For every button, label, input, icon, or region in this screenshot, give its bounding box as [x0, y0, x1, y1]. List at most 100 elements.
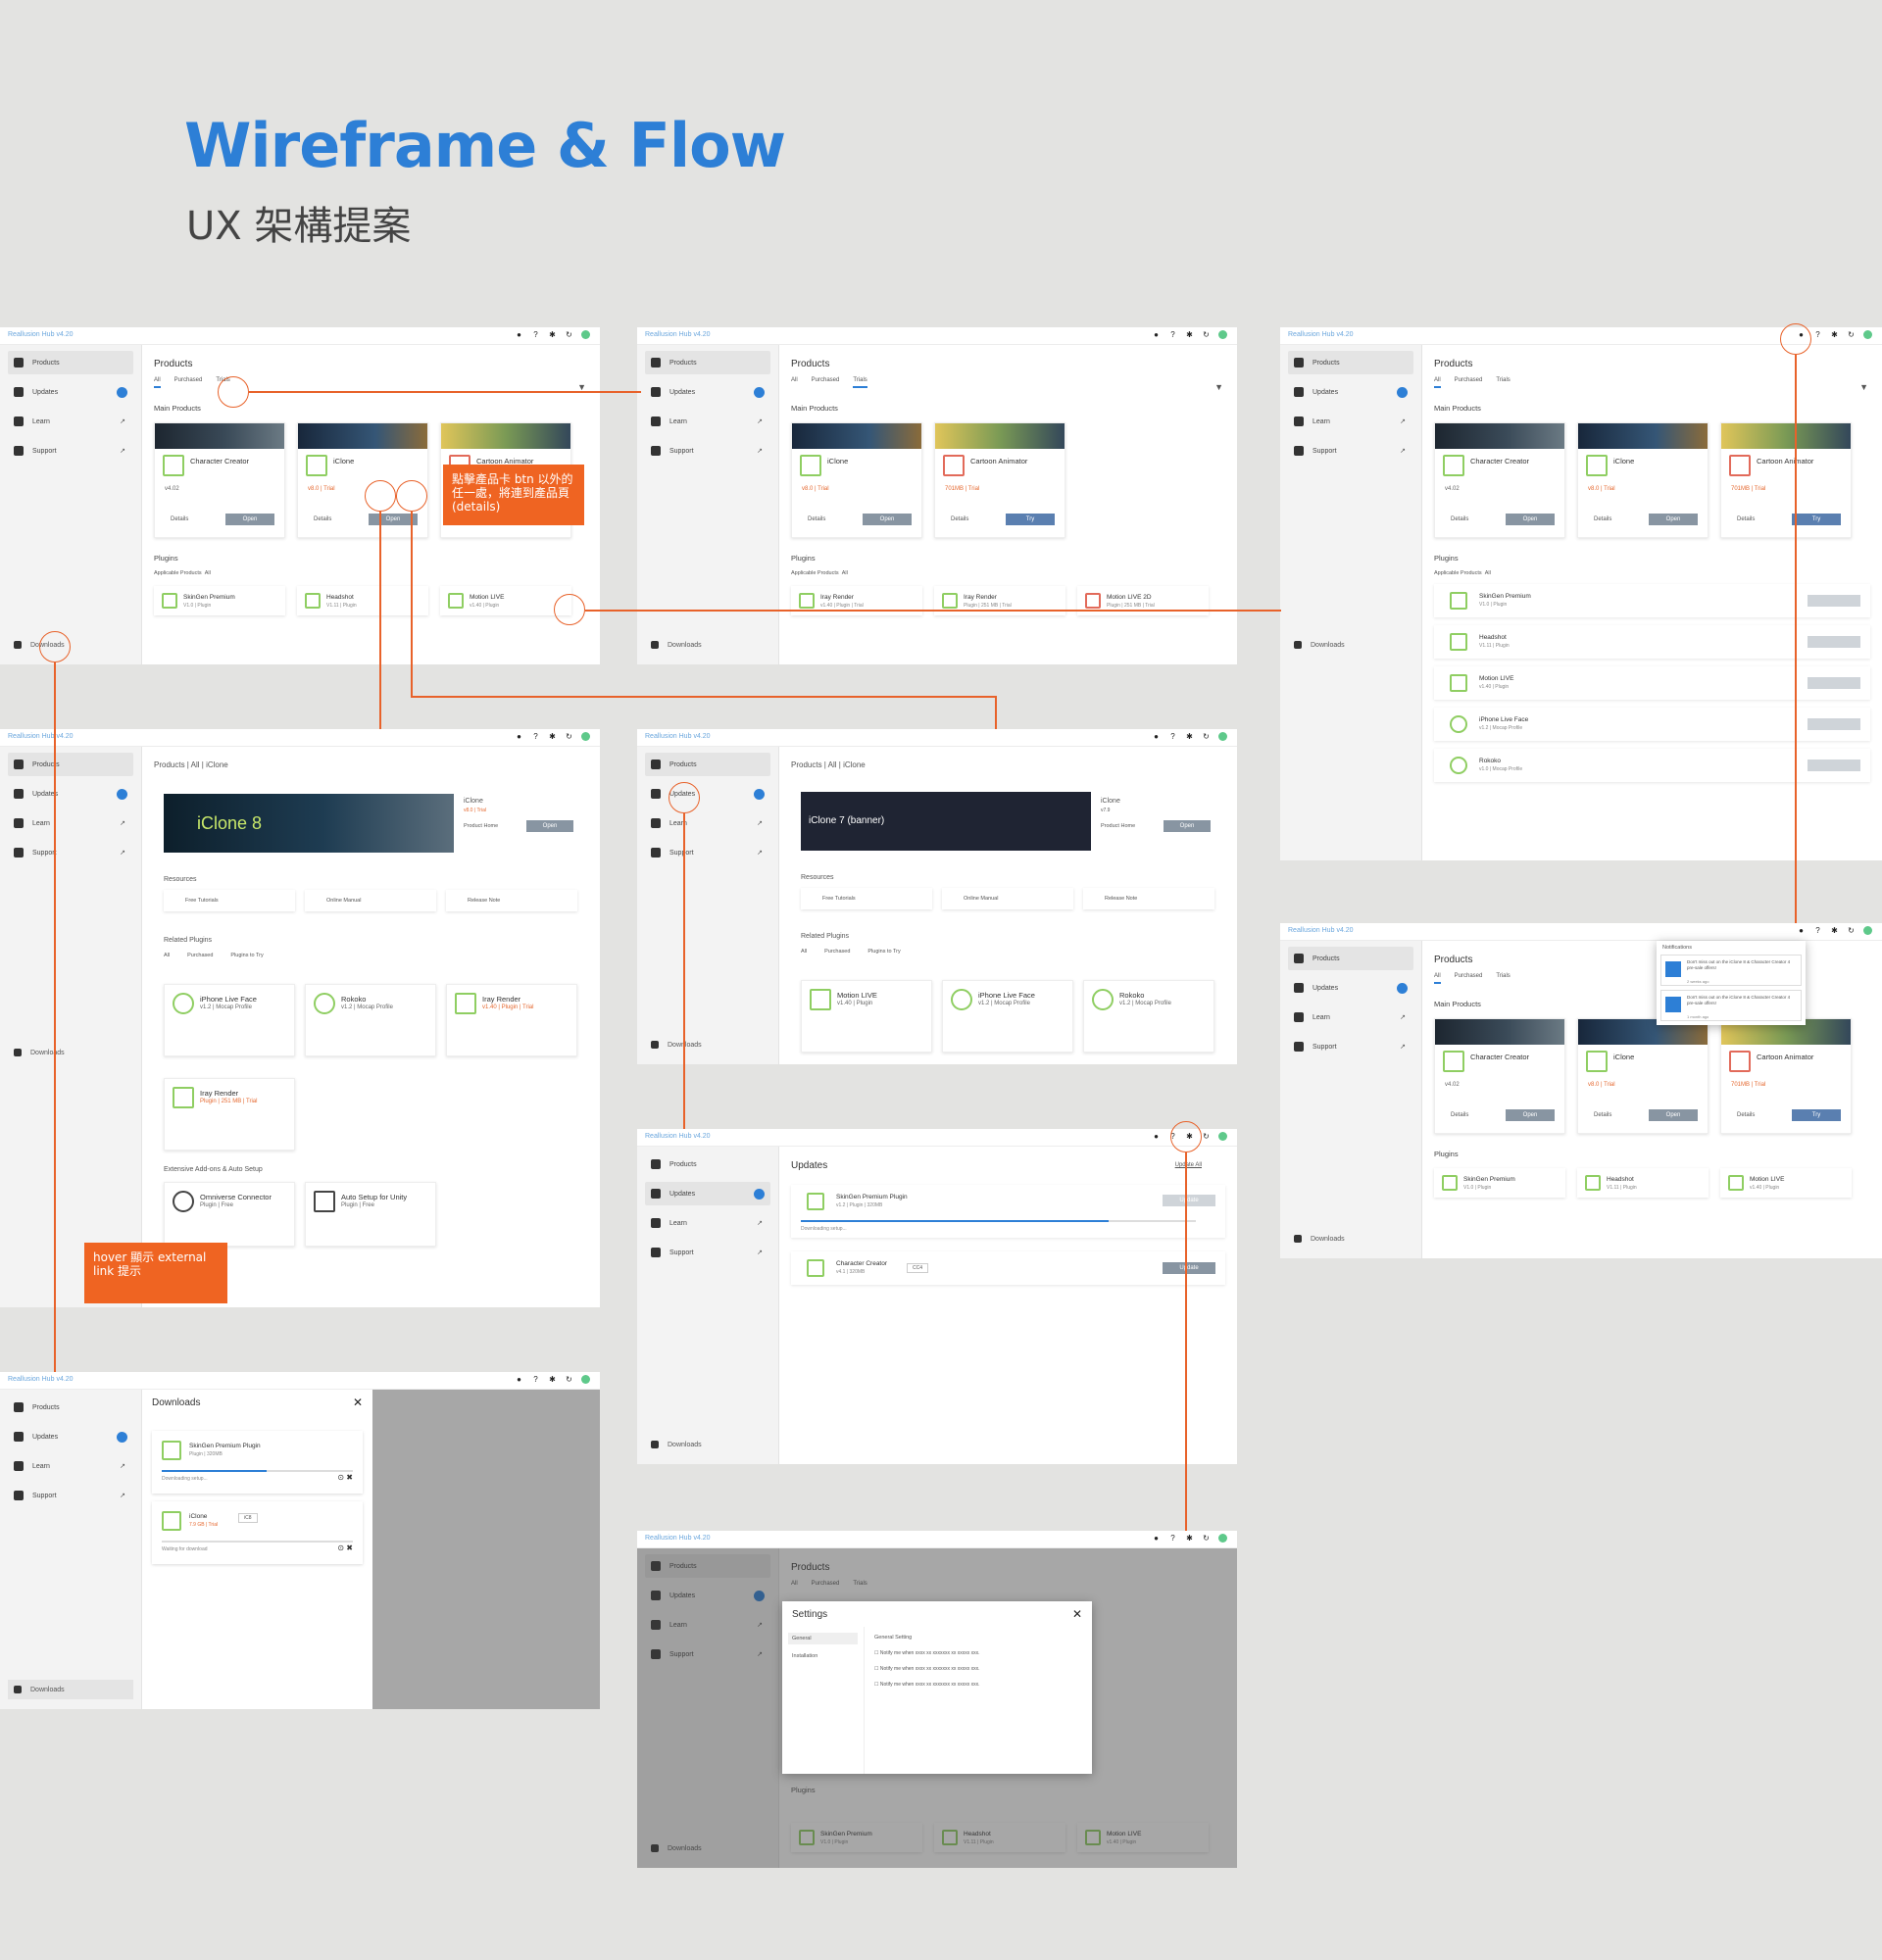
bell-icon[interactable]: ●	[1154, 1534, 1159, 1543]
nav-products[interactable]: Products	[645, 753, 770, 776]
resource-release-note[interactable]: Release Note	[446, 890, 577, 911]
nav-updates[interactable]: Updates	[645, 782, 770, 806]
nav-updates[interactable]: Updates	[645, 1584, 770, 1607]
gear-icon[interactable]: ✱	[1831, 926, 1838, 935]
refresh-icon[interactable]: ↻	[1203, 1132, 1210, 1141]
details-link[interactable]: Details	[1594, 1112, 1612, 1118]
open-button[interactable]: Open	[1506, 514, 1555, 525]
filter-icon[interactable]: ▼	[1859, 382, 1868, 392]
nav-learn[interactable]: Learn↗	[8, 1454, 133, 1478]
pause-icon[interactable]: ⊙ ✖	[337, 1544, 353, 1552]
details-link[interactable]: Details	[171, 516, 189, 522]
help-icon[interactable]: ?	[1170, 732, 1175, 741]
nav-updates[interactable]: Updates	[645, 1182, 770, 1205]
nav-support[interactable]: Support↗	[8, 1484, 133, 1507]
nav-support[interactable]: Support↗	[645, 1642, 770, 1666]
open-button[interactable]: Open	[1164, 820, 1211, 832]
nav-downloads[interactable]: Downloads	[645, 1435, 770, 1454]
nav-support[interactable]: Support↗	[645, 439, 770, 463]
nav-products[interactable]: Products	[645, 1152, 770, 1176]
open-button[interactable]: Open	[1649, 1109, 1698, 1121]
resource-tutorials[interactable]: Free Tutorials	[164, 890, 295, 911]
help-icon[interactable]: ?	[533, 330, 538, 339]
tab-purchased[interactable]: Purchased	[824, 949, 851, 955]
gear-icon[interactable]: ✱	[549, 1375, 556, 1384]
tab-trials[interactable]: Trials	[853, 377, 867, 388]
nav-support[interactable]: Support↗	[1288, 1035, 1413, 1058]
nav-updates[interactable]: Updates	[8, 782, 133, 806]
nav-support[interactable]: Support↗	[8, 841, 133, 864]
refresh-icon[interactable]: ↻	[1848, 330, 1855, 339]
nav-products[interactable]: Products	[1288, 947, 1413, 970]
open-button[interactable]	[1808, 677, 1860, 689]
gear-icon[interactable]: ✱	[1186, 1534, 1193, 1543]
tab-trials[interactable]: Trials	[853, 1581, 867, 1587]
details-link[interactable]: Details	[808, 516, 826, 522]
tab-plugins-to-try[interactable]: Plugins to Try	[230, 953, 264, 958]
bell-icon[interactable]: ●	[1154, 1132, 1159, 1141]
nav-products[interactable]: Products	[645, 351, 770, 374]
open-button[interactable]	[1808, 760, 1860, 771]
nav-products[interactable]: Products	[8, 351, 133, 374]
settings-option[interactable]: ☐ Notify me when xxxx xx xxxxxxx xx xxxx…	[874, 1682, 980, 1688]
refresh-icon[interactable]: ↻	[1203, 732, 1210, 741]
nav-support[interactable]: Support↗	[1288, 439, 1413, 463]
applicable-filter[interactable]: Applicable Products All	[791, 570, 848, 576]
tab-general[interactable]: General	[788, 1633, 858, 1644]
tab-all[interactable]: All	[791, 377, 798, 383]
dim-overlay[interactable]	[372, 1390, 600, 1709]
help-icon[interactable]: ?	[1815, 926, 1820, 935]
tab-installation[interactable]: Installation	[792, 1653, 818, 1659]
tab-plugins-to-try[interactable]: Plugins to Try	[867, 949, 901, 955]
tab-purchased[interactable]: Purchased	[187, 953, 214, 958]
open-button[interactable]	[1808, 718, 1860, 730]
update-button[interactable]: Update	[1163, 1195, 1215, 1206]
tab-trials[interactable]: Trials	[1496, 973, 1511, 979]
gear-icon[interactable]: ✱	[1186, 732, 1193, 741]
bell-icon[interactable]: ●	[1154, 330, 1159, 339]
help-icon[interactable]: ?	[1170, 1534, 1175, 1543]
help-icon[interactable]: ?	[1170, 330, 1175, 339]
try-button[interactable]: Try	[1792, 1109, 1841, 1121]
filter-icon[interactable]: ▼	[1214, 382, 1223, 392]
settings-option[interactable]: ☐ Notify me when xxxx xx xxxxxxx xx xxxx…	[874, 1650, 980, 1656]
nav-support[interactable]: Support↗	[645, 1241, 770, 1264]
details-link[interactable]: Details	[1594, 516, 1612, 522]
nav-learn[interactable]: Learn↗	[645, 1211, 770, 1235]
nav-learn[interactable]: Learn↗	[1288, 410, 1413, 433]
refresh-icon[interactable]: ↻	[566, 330, 572, 339]
tab-all[interactable]: All	[154, 377, 161, 388]
update-button[interactable]: Update	[1163, 1262, 1215, 1274]
bell-icon[interactable]: ●	[517, 1375, 521, 1384]
tab-purchased[interactable]: Purchased	[1454, 377, 1483, 383]
refresh-icon[interactable]: ↻	[1203, 1534, 1210, 1543]
tab-all[interactable]: All	[791, 1581, 798, 1587]
resource-manual[interactable]: Online Manual	[305, 890, 436, 911]
nav-learn[interactable]: Learn↗	[645, 410, 770, 433]
details-link[interactable]: Details	[1451, 516, 1469, 522]
nav-downloads[interactable]: Downloads	[8, 1680, 133, 1699]
tab-all[interactable]: All	[1434, 973, 1441, 984]
